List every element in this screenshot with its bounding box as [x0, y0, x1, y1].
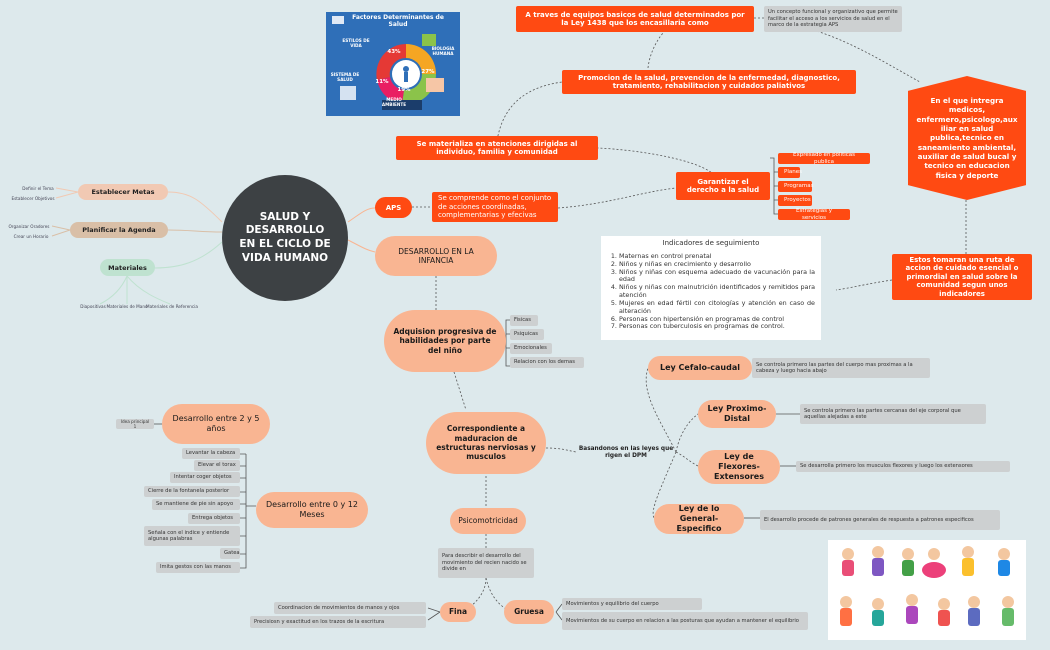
- children-graphic: [840, 546, 1014, 626]
- infographic-title: Factores Determinantes de Salud: [352, 14, 444, 28]
- pct-sistema: 11%: [375, 79, 389, 85]
- indicadores-list: Maternas en control prenatal Niños y niñ…: [607, 252, 815, 331]
- pct-medio: 19%: [397, 87, 411, 93]
- materializa-node[interactable]: Se materializa en atenciones dirigidas a…: [396, 136, 598, 160]
- indicadores-panel: Indicadores de seguimiento Maternas en c…: [601, 236, 821, 340]
- metas-sub-1[interactable]: Definir el Tema: [22, 185, 54, 191]
- garantizar-node[interactable]: Garantizar el derecho a la salud: [676, 172, 770, 200]
- aps-definition[interactable]: Se comprende como el conjunto de accione…: [432, 192, 558, 222]
- equipos-node[interactable]: A traves de equipos basicos de salud det…: [516, 6, 754, 32]
- hito-4[interactable]: Cierre de la fontanela posterior: [144, 486, 240, 497]
- label-sistema: SISTEMA DE SALUD: [330, 72, 360, 82]
- indicador-item: Mujeres en edad fértil con citologías y …: [619, 299, 815, 316]
- materiales-node[interactable]: Materiales: [100, 259, 155, 276]
- hito-5[interactable]: Se mantiene de pie sin apoyo: [152, 499, 240, 510]
- establecer-metas-node[interactable]: Establecer Metas: [78, 184, 168, 200]
- concepto-node[interactable]: Un concepto funcional y organizativo que…: [764, 6, 902, 32]
- infographic-graphic: [326, 12, 460, 116]
- central-topic-label: SALUD Y DESARROLLO EN EL CICLO DE VIDA H…: [239, 210, 331, 264]
- hito-6[interactable]: Entrega objetos: [188, 513, 240, 524]
- indicador-item: Niños y niñas en crecimiento y desarroll…: [619, 260, 815, 269]
- hito-3[interactable]: Intentar coger objetos: [170, 472, 240, 483]
- ley-flexores-desc[interactable]: Se desarrolla primero los musculos flexo…: [796, 461, 1010, 472]
- hito-1[interactable]: Levantar la cabeza: [182, 448, 240, 459]
- ley-flexores-extensores[interactable]: Ley de Flexores-Extensores: [698, 450, 780, 484]
- pct-estilos: 43%: [387, 49, 401, 55]
- garantizar-sub-4[interactable]: Proyectos: [778, 195, 812, 206]
- aps-node[interactable]: APS: [375, 197, 412, 218]
- garantizar-sub-5[interactable]: Estrategias y servicios: [778, 208, 850, 221]
- fina-sub-1[interactable]: Coordinacion de movimientos de manos y o…: [274, 602, 426, 614]
- habilidad-fisicas[interactable]: Fisicas: [510, 315, 538, 326]
- indicador-item: Niños y niñas con esquema adecuado de va…: [619, 268, 815, 285]
- fina-sub-2[interactable]: Precisiosn y exactitud en los trazos de …: [250, 616, 426, 628]
- adquision-node[interactable]: Adquision progresiva de habilidades por …: [384, 310, 506, 372]
- hito-8[interactable]: Gatea: [220, 548, 240, 559]
- psicomotricidad-node[interactable]: Psicomotricidad: [450, 508, 526, 534]
- agenda-sub-1[interactable]: Organizar Oradores: [8, 223, 50, 229]
- habilidad-relacion[interactable]: Relacion con los demas: [510, 357, 584, 368]
- indicadores-title: Indicadores de seguimiento: [662, 239, 760, 247]
- indicador-item: Niños y niñas con malnutrición identific…: [619, 283, 815, 300]
- integra-node[interactable]: En el que intregra medicos, enfermero,ps…: [908, 76, 1026, 200]
- gruesa-sub-2[interactable]: Movimientos de su cuerpo en relacion a l…: [562, 612, 808, 630]
- garantizar-sub-1[interactable]: Expresado en politicas publica: [778, 152, 870, 165]
- hito-2[interactable]: Elevar el torax: [194, 460, 240, 471]
- desarrollo-2a5-node[interactable]: Desarrollo entre 2 y 5 años: [162, 404, 270, 444]
- materiales-sub-1[interactable]: Diapositivas: [80, 303, 106, 309]
- para-describir-node[interactable]: Para describir el desarrollo del movimie…: [438, 548, 534, 578]
- garantizar-sub-3[interactable]: Programas: [778, 181, 813, 192]
- ley-general-desc[interactable]: El desarrollo procede de patrones genera…: [760, 510, 1000, 530]
- pct-biologia: 27%: [421, 69, 435, 75]
- gruesa-node[interactable]: Gruesa: [504, 600, 554, 624]
- hito-9[interactable]: Imita gestos con las manos: [156, 562, 240, 573]
- materiales-sub-3[interactable]: Materiales de Referencia: [146, 303, 198, 309]
- fina-node[interactable]: Fina: [440, 602, 476, 622]
- infancia-node[interactable]: DESARROLLO EN LA INFANCIA: [375, 236, 497, 276]
- label-estilos: ESTILOS DE VIDA: [342, 38, 370, 48]
- ruta-node[interactable]: Estos tomaran una ruta de accion de cuid…: [892, 254, 1032, 300]
- garantizar-sub-2[interactable]: Planes: [778, 167, 802, 178]
- materiales-sub-2[interactable]: Materiales de Mano: [106, 303, 148, 309]
- label-biologia: BIOLOGIA HUMANA: [431, 46, 455, 56]
- basandonos-label[interactable]: Basandonos en las leyes que rigen el DPM: [578, 445, 674, 459]
- central-topic[interactable]: SALUD Y DESARROLLO EN EL CICLO DE VIDA H…: [222, 175, 348, 301]
- children-illustration: [828, 540, 1026, 640]
- desarrollo-2a5-sub[interactable]: Idea principal 1: [116, 419, 154, 429]
- ley-proximo-desc[interactable]: Se controla primero las partes cercanas …: [800, 404, 986, 424]
- indicador-item: Personas con hipertensión en programas d…: [619, 315, 815, 324]
- indicador-item: Personas con tuberculosis en programas d…: [619, 323, 815, 331]
- desarrollo-0a12-node[interactable]: Desarrollo entre 0 y 12 Meses: [256, 492, 368, 528]
- hito-7[interactable]: Señala con el indice y entiende algunas …: [144, 526, 240, 546]
- ley-proximo-distal[interactable]: Ley Proximo-Distal: [698, 400, 776, 428]
- habilidad-psiquicas[interactable]: Psiquicas: [510, 329, 544, 340]
- planificar-agenda-node[interactable]: Planificar la Agenda: [70, 222, 168, 238]
- label-medio: MEDIO AMBIENTE: [381, 97, 407, 107]
- ley-general-especifico[interactable]: Ley de lo General-Especifico: [654, 504, 744, 534]
- promocion-node[interactable]: Promocion de la salud, prevencion de la …: [562, 70, 856, 94]
- ley-cefalo-caudal[interactable]: Ley Cefalo-caudal: [648, 356, 752, 380]
- habilidad-emocionales[interactable]: Emocionales: [510, 343, 552, 354]
- correspondiente-node[interactable]: Correspondiente a maduracion de estructu…: [426, 412, 546, 474]
- ley-cefalo-desc[interactable]: Se controla primero las partes del cuerp…: [752, 358, 930, 378]
- agenda-sub-2[interactable]: Crear un Horario: [13, 233, 49, 239]
- metas-sub-2[interactable]: Establecer Objetivos: [11, 195, 55, 201]
- indicador-item: Maternas en control prenatal: [619, 252, 815, 261]
- determinantes-infographic: Factores Determinantes de Salud ESTILOS …: [326, 12, 460, 116]
- gruesa-sub-1[interactable]: Movimientos y equilibrio del cuerpo: [562, 598, 702, 610]
